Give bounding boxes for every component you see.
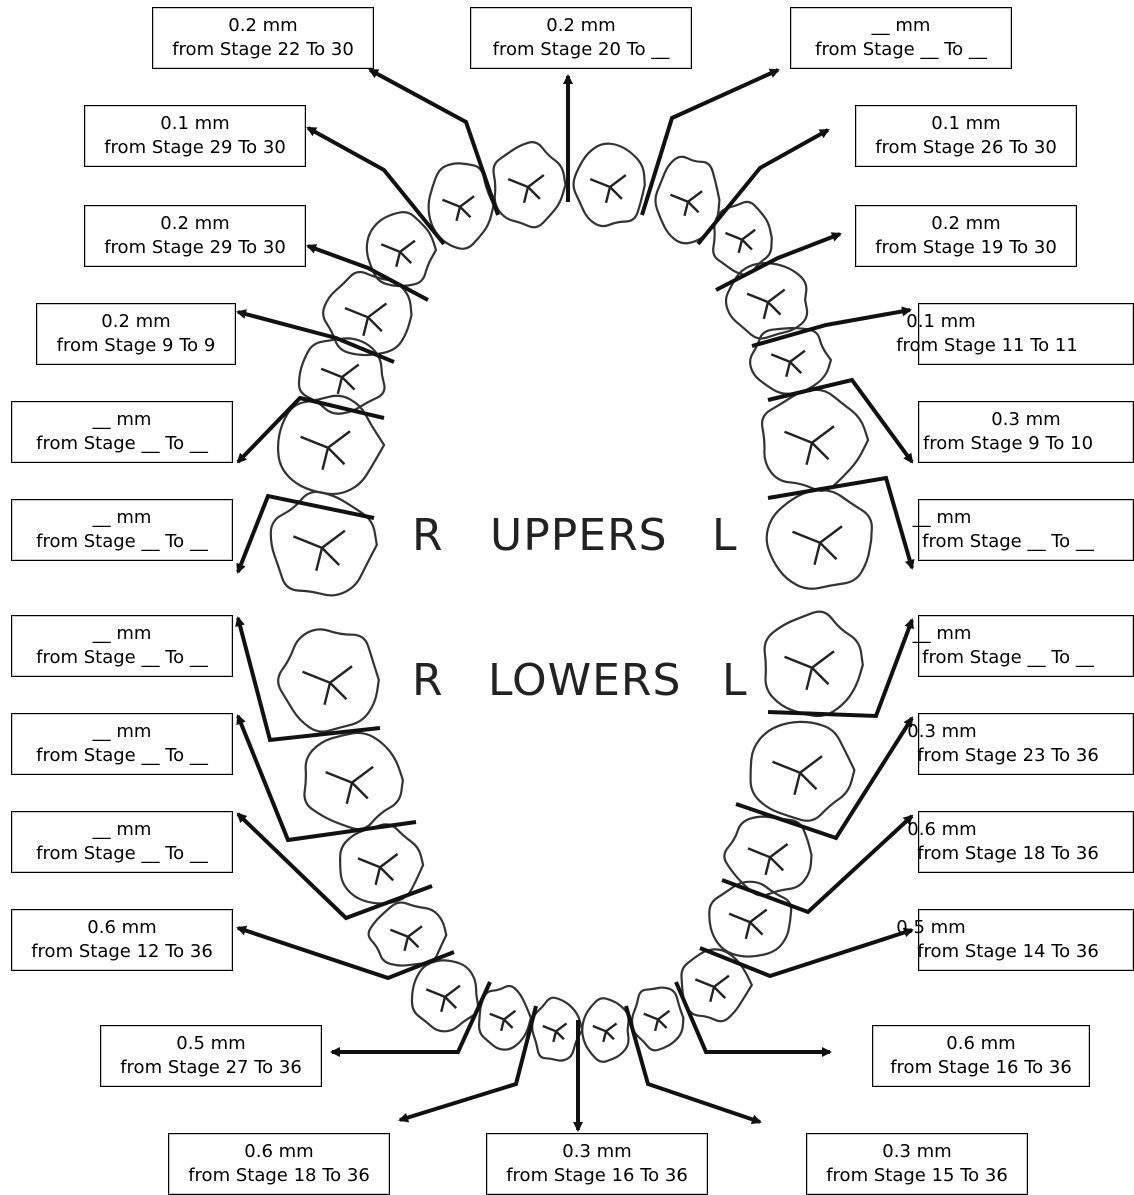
tooth-upper-l3-fissure	[726, 230, 756, 253]
tooth-upper-l5-fissure	[771, 351, 805, 377]
tooth-upper-l1	[574, 144, 645, 226]
tooth-lower-r3-fissure	[426, 986, 460, 1012]
tooth-upper-r4-fissure	[345, 303, 387, 335]
upper-arch-title: UPPERS	[490, 510, 668, 561]
tooth-lower-r5	[340, 824, 423, 903]
tooth-lower-l3-fissure	[695, 976, 729, 1002]
arrow-u-r-5	[238, 398, 384, 462]
tooth-upper-l7	[767, 490, 872, 589]
tooth-lower-r2-fissure	[490, 1011, 516, 1031]
tooth-upper-l1-fissure	[590, 175, 626, 203]
tooth-upper-r6-fissure	[301, 431, 351, 470]
tooth-upper-r5-fissure	[321, 365, 359, 394]
tooth-lower-l6-fissure	[773, 756, 823, 795]
tooth-lower-r7-fissure	[303, 666, 353, 705]
tooth-upper-l2-fissure	[670, 191, 702, 216]
tooth-upper-l6-fissure	[785, 426, 835, 465]
tooth-lower-r5-fissure	[358, 854, 398, 885]
lower-arch-right-marker: R	[412, 655, 444, 706]
tooth-lower-r7	[278, 629, 379, 731]
arrow-u-l-3	[716, 234, 840, 290]
tooth-lower-r1-fissure	[543, 1023, 567, 1041]
tooth-lower-l1-fissure	[593, 1023, 617, 1041]
upper-arch-right-marker: R	[412, 510, 444, 561]
ipr-label-l-l-2: 0.3 mmfrom Stage 23 To 36	[918, 713, 1134, 775]
arrow-l-r-5	[332, 982, 490, 1052]
arrow-l-r-6	[400, 1006, 536, 1120]
tooth-lower-r6-fissure	[326, 767, 374, 804]
tooth-lower-l5-fissure	[748, 844, 788, 875]
lower-arch-title: LOWERS	[488, 655, 681, 706]
tooth-upper-r1-fissure	[508, 175, 544, 203]
tooth-lower-l2-fissure	[644, 1011, 670, 1031]
tooth-lower-l7-fissure	[785, 651, 835, 690]
tooth-upper-r3-fissure	[381, 241, 415, 267]
upper-arch-left-marker: L	[712, 510, 738, 561]
tooth-upper-r2-fissure	[442, 196, 474, 221]
tooth-upper-r7-fissure	[293, 531, 344, 571]
tooth-lower-r4	[369, 903, 447, 966]
lower-arch-left-marker: L	[722, 655, 748, 706]
interproximal-arrows	[238, 70, 912, 1130]
arrow-u-l-1	[642, 70, 778, 215]
tooth-upper-l7-fissure	[793, 526, 843, 565]
tooth-lower-r4-fissure	[390, 926, 422, 951]
arrow-u-r-1	[370, 70, 498, 215]
arrow-l-l-5	[676, 982, 830, 1052]
